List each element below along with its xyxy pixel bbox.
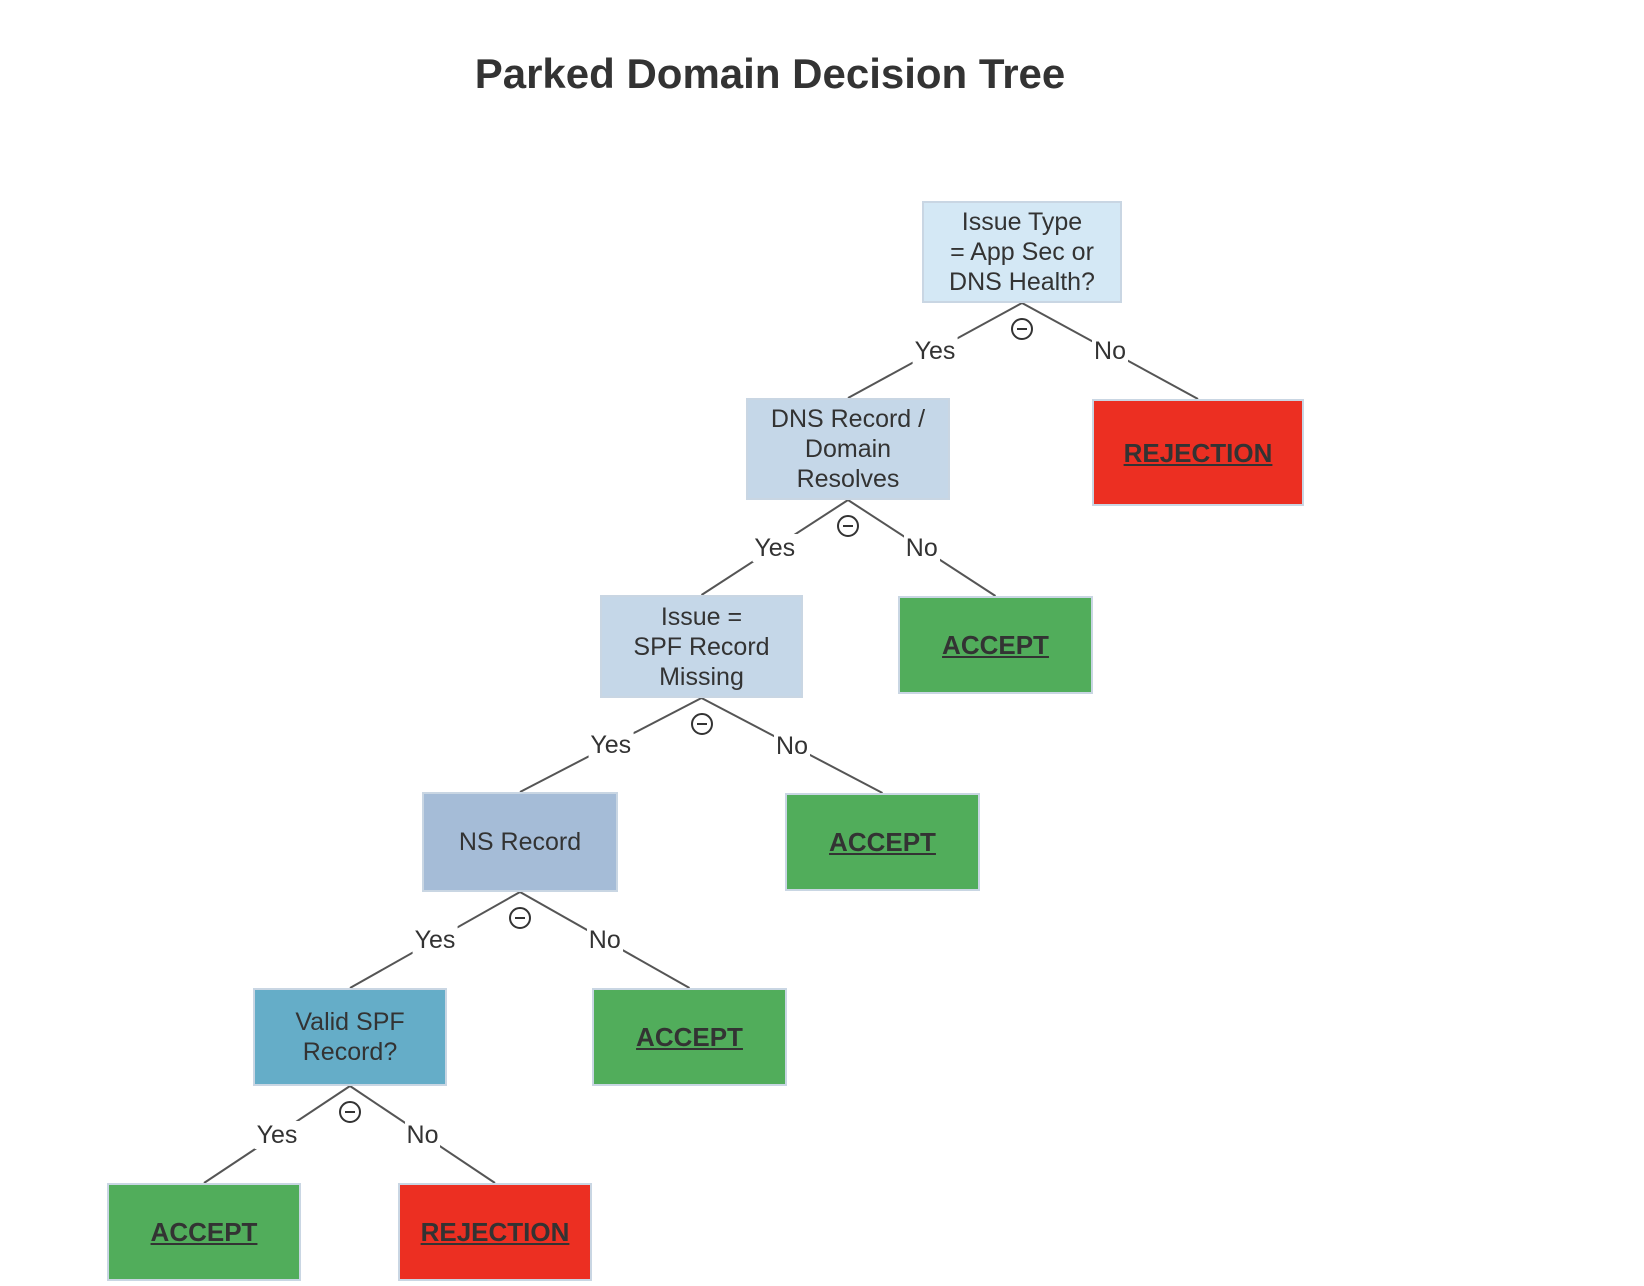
edge-label-yes: Yes bbox=[588, 731, 634, 759]
node-accept-a3[interactable]: ACCEPT bbox=[592, 988, 787, 1086]
edge-label-no: No bbox=[1092, 337, 1128, 365]
node-label: DNS Record / Domain Resolves bbox=[770, 405, 926, 493]
node-rejection-r1[interactable]: REJECTION bbox=[1092, 399, 1304, 506]
node-label: REJECTION bbox=[420, 1217, 570, 1247]
page-title: Parked Domain Decision Tree bbox=[474, 50, 1066, 97]
node-label: ACCEPT bbox=[636, 1022, 743, 1052]
edge-label-no: No bbox=[586, 926, 623, 954]
node-label: NS Record bbox=[458, 828, 582, 856]
minus-circle-icon[interactable] bbox=[690, 713, 713, 735]
minus-circle-icon[interactable] bbox=[509, 907, 531, 929]
node-label: Valid SPF Record? bbox=[295, 1008, 405, 1066]
edge-label-yes: Yes bbox=[752, 533, 798, 562]
node-accept-a4[interactable]: ACCEPT bbox=[107, 1183, 301, 1281]
node-decision-n2[interactable]: DNS Record / Domain Resolves bbox=[746, 398, 950, 500]
edge-label-no: No bbox=[774, 731, 810, 760]
node-label: ACCEPT bbox=[942, 630, 1049, 660]
node-decision-n5[interactable]: Valid SPF Record? bbox=[253, 988, 447, 1086]
edge-label-no: No bbox=[404, 1120, 441, 1149]
node-decision-n4[interactable]: NS Record bbox=[422, 792, 618, 892]
edge-label-yes: Yes bbox=[254, 1120, 300, 1149]
node-label: Issue = SPF Record Missing bbox=[633, 602, 770, 691]
edge-label-yes: Yes bbox=[912, 336, 958, 365]
node-label: ACCEPT bbox=[829, 827, 936, 857]
minus-circle-icon[interactable] bbox=[339, 1101, 361, 1123]
node-accept-a1[interactable]: ACCEPT bbox=[898, 596, 1093, 694]
node-accept-a2[interactable]: ACCEPT bbox=[785, 793, 980, 891]
node-label: REJECTION bbox=[1123, 437, 1273, 468]
node-decision-n1[interactable]: Issue Type = App Sec or DNS Health? bbox=[922, 201, 1122, 303]
edge-label-no: No bbox=[903, 534, 940, 562]
node-rejection-r2[interactable]: REJECTION bbox=[398, 1183, 592, 1281]
edge-label-yes: Yes bbox=[412, 926, 458, 954]
minus-circle-icon[interactable] bbox=[837, 515, 859, 537]
minus-circle-icon[interactable] bbox=[1011, 318, 1033, 340]
node-label: ACCEPT bbox=[150, 1217, 258, 1247]
node-decision-n3[interactable]: Issue = SPF Record Missing bbox=[600, 595, 803, 698]
node-label: Issue Type = App Sec or DNS Health? bbox=[949, 208, 1095, 296]
